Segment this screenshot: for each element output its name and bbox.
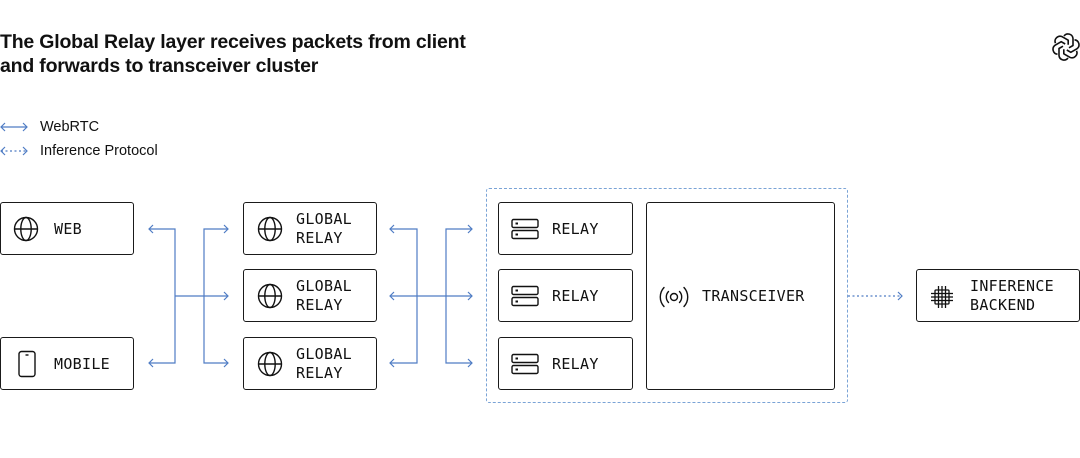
arrowhead-global-relay-1 — [223, 224, 229, 234]
relay-1: RELAY — [498, 202, 633, 255]
relay-label: RELAY — [552, 220, 599, 238]
arrowhead-web — [148, 224, 154, 234]
legend-webrtc: WebRTC — [0, 118, 99, 136]
arrowhead-gr-out-3 — [389, 358, 395, 368]
bidirectional-dotted-arrow-icon — [0, 146, 28, 156]
bidirectional-solid-arrow-icon — [0, 122, 28, 132]
global-relay-bus-line — [203, 228, 228, 364]
relay-2: RELAY — [498, 269, 633, 322]
client-web: WEB — [0, 202, 134, 255]
arrowhead-global-relay-3 — [223, 358, 229, 368]
server-icon — [511, 217, 539, 241]
arrowhead-relay-2 — [467, 291, 473, 301]
client-mobile: MOBILE — [0, 337, 134, 390]
arrowhead-global-relay-2 — [223, 291, 229, 301]
arrowhead-gr-out-2 — [389, 291, 395, 301]
title-line-2: and forwards to transceiver cluster — [0, 55, 319, 77]
globe-icon — [256, 282, 284, 310]
relay-3: RELAY — [498, 337, 633, 390]
legend-label: Inference Protocol — [40, 143, 158, 159]
arrowhead-relay-1 — [467, 224, 473, 234]
arrowhead-relay-3 — [467, 358, 473, 368]
relay-label: RELAY — [552, 355, 599, 373]
globe-icon — [12, 215, 40, 243]
arrowhead-backend — [897, 291, 903, 301]
global-relay-out-bus — [390, 228, 418, 364]
globe-icon — [256, 215, 284, 243]
arrowhead-mobile — [148, 358, 154, 368]
client-bus-line — [149, 228, 176, 364]
relay-in-bus — [445, 228, 472, 364]
legend-inference-protocol: Inference Protocol — [0, 142, 158, 160]
arrowhead-gr-out-1 — [389, 224, 395, 234]
globe-icon — [256, 350, 284, 378]
transceiver-label: TRANSCEIVER — [702, 287, 805, 305]
phone-icon — [14, 349, 40, 379]
diagram-title: The Global Relay layer receives packets … — [0, 30, 560, 78]
relay-label: RELAY — [552, 287, 599, 305]
openai-logo-icon — [1052, 33, 1080, 61]
client-label: MOBILE — [54, 355, 110, 373]
transceiver-cluster — [486, 188, 848, 403]
server-icon — [511, 352, 539, 376]
legend-label: WebRTC — [40, 119, 100, 135]
chip-icon — [928, 283, 956, 311]
title-line-1: The Global Relay layer receives packets … — [0, 31, 466, 53]
client-label: WEB — [54, 220, 82, 238]
server-icon — [511, 284, 539, 308]
broadcast-icon — [658, 282, 690, 312]
transceiver: TRANSCEIVER — [646, 202, 835, 390]
